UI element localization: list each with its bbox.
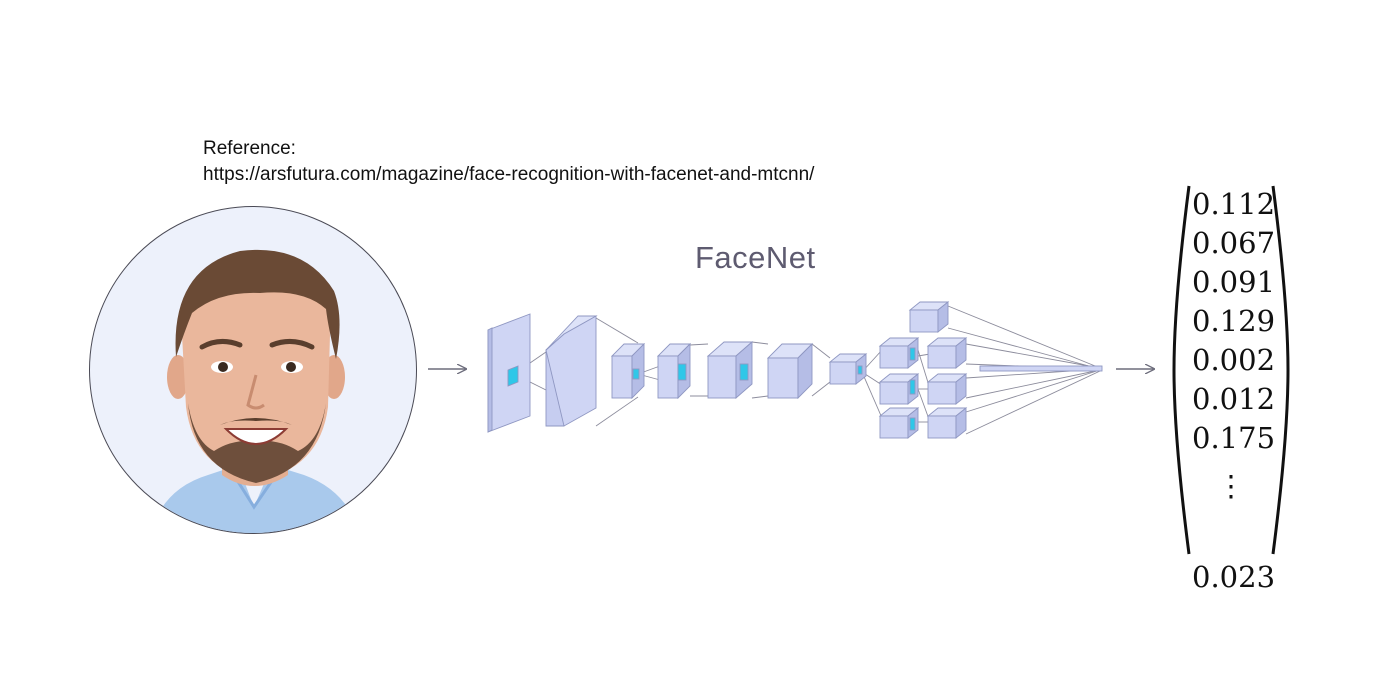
embedding-value: 0.175: [1192, 421, 1276, 455]
embedding-value: 0.012: [1192, 382, 1276, 416]
vertical-ellipsis: ⋮: [1216, 469, 1246, 503]
person-photo-icon: [150, 249, 360, 533]
reference-note: Reference: https://arsfutura.com/magazin…: [203, 136, 814, 188]
embedding-value: 0.091: [1192, 265, 1276, 299]
embedding-vector: 0.112 0.067 0.091 0.129 0.002 0.012 0.17…: [1172, 182, 1290, 594]
embedding-value: 0.067: [1192, 226, 1276, 260]
right-parenthesis: [1271, 185, 1290, 555]
reference-url: https://arsfutura.com/magazine/face-reco…: [203, 164, 815, 185]
conv-layer-blocks: [487, 301, 1103, 439]
face-photo: [89, 206, 417, 534]
left-parenthesis: [1172, 185, 1191, 555]
embedding-value-last: 0.023: [1192, 560, 1276, 594]
embedding-value: 0.002: [1192, 343, 1276, 377]
embedding-value: 0.129: [1192, 304, 1276, 338]
embedding-value: 0.112: [1192, 187, 1276, 221]
diagram-title: FaceNet: [695, 240, 816, 275]
reference-label: Reference:: [203, 138, 296, 159]
embedding-values: 0.112 0.067 0.091 0.129 0.002 0.012 0.17…: [1192, 185, 1276, 597]
